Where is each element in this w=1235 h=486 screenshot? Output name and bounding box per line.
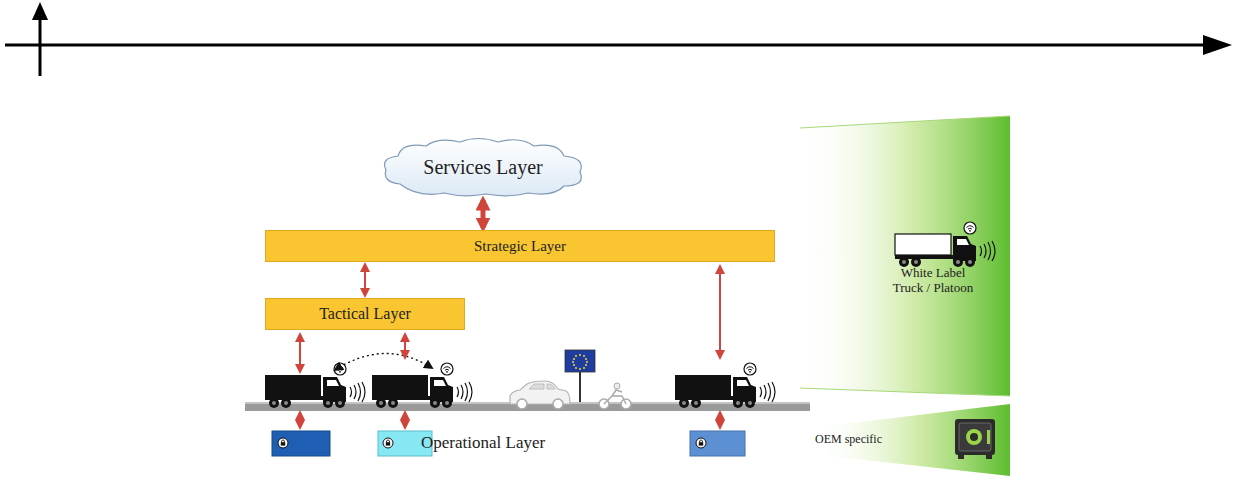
layer-connector [481, 200, 486, 228]
layer-name: Services Layer [423, 156, 542, 179]
layer-name: Strategic Layer [474, 238, 566, 255]
strategic-bar: Strategic Layer [265, 230, 775, 262]
truck-caption: White Label Truck / Platoon [885, 266, 981, 296]
tactical-box: Tactical Layer [265, 298, 465, 330]
layer-connector [364, 264, 366, 296]
oem-label: OEM specific [815, 433, 882, 447]
layer-label: Operational Layer [421, 433, 545, 453]
services-cloud: Services Layer [378, 136, 588, 198]
layer-name: Tactical Layer [319, 305, 411, 323]
